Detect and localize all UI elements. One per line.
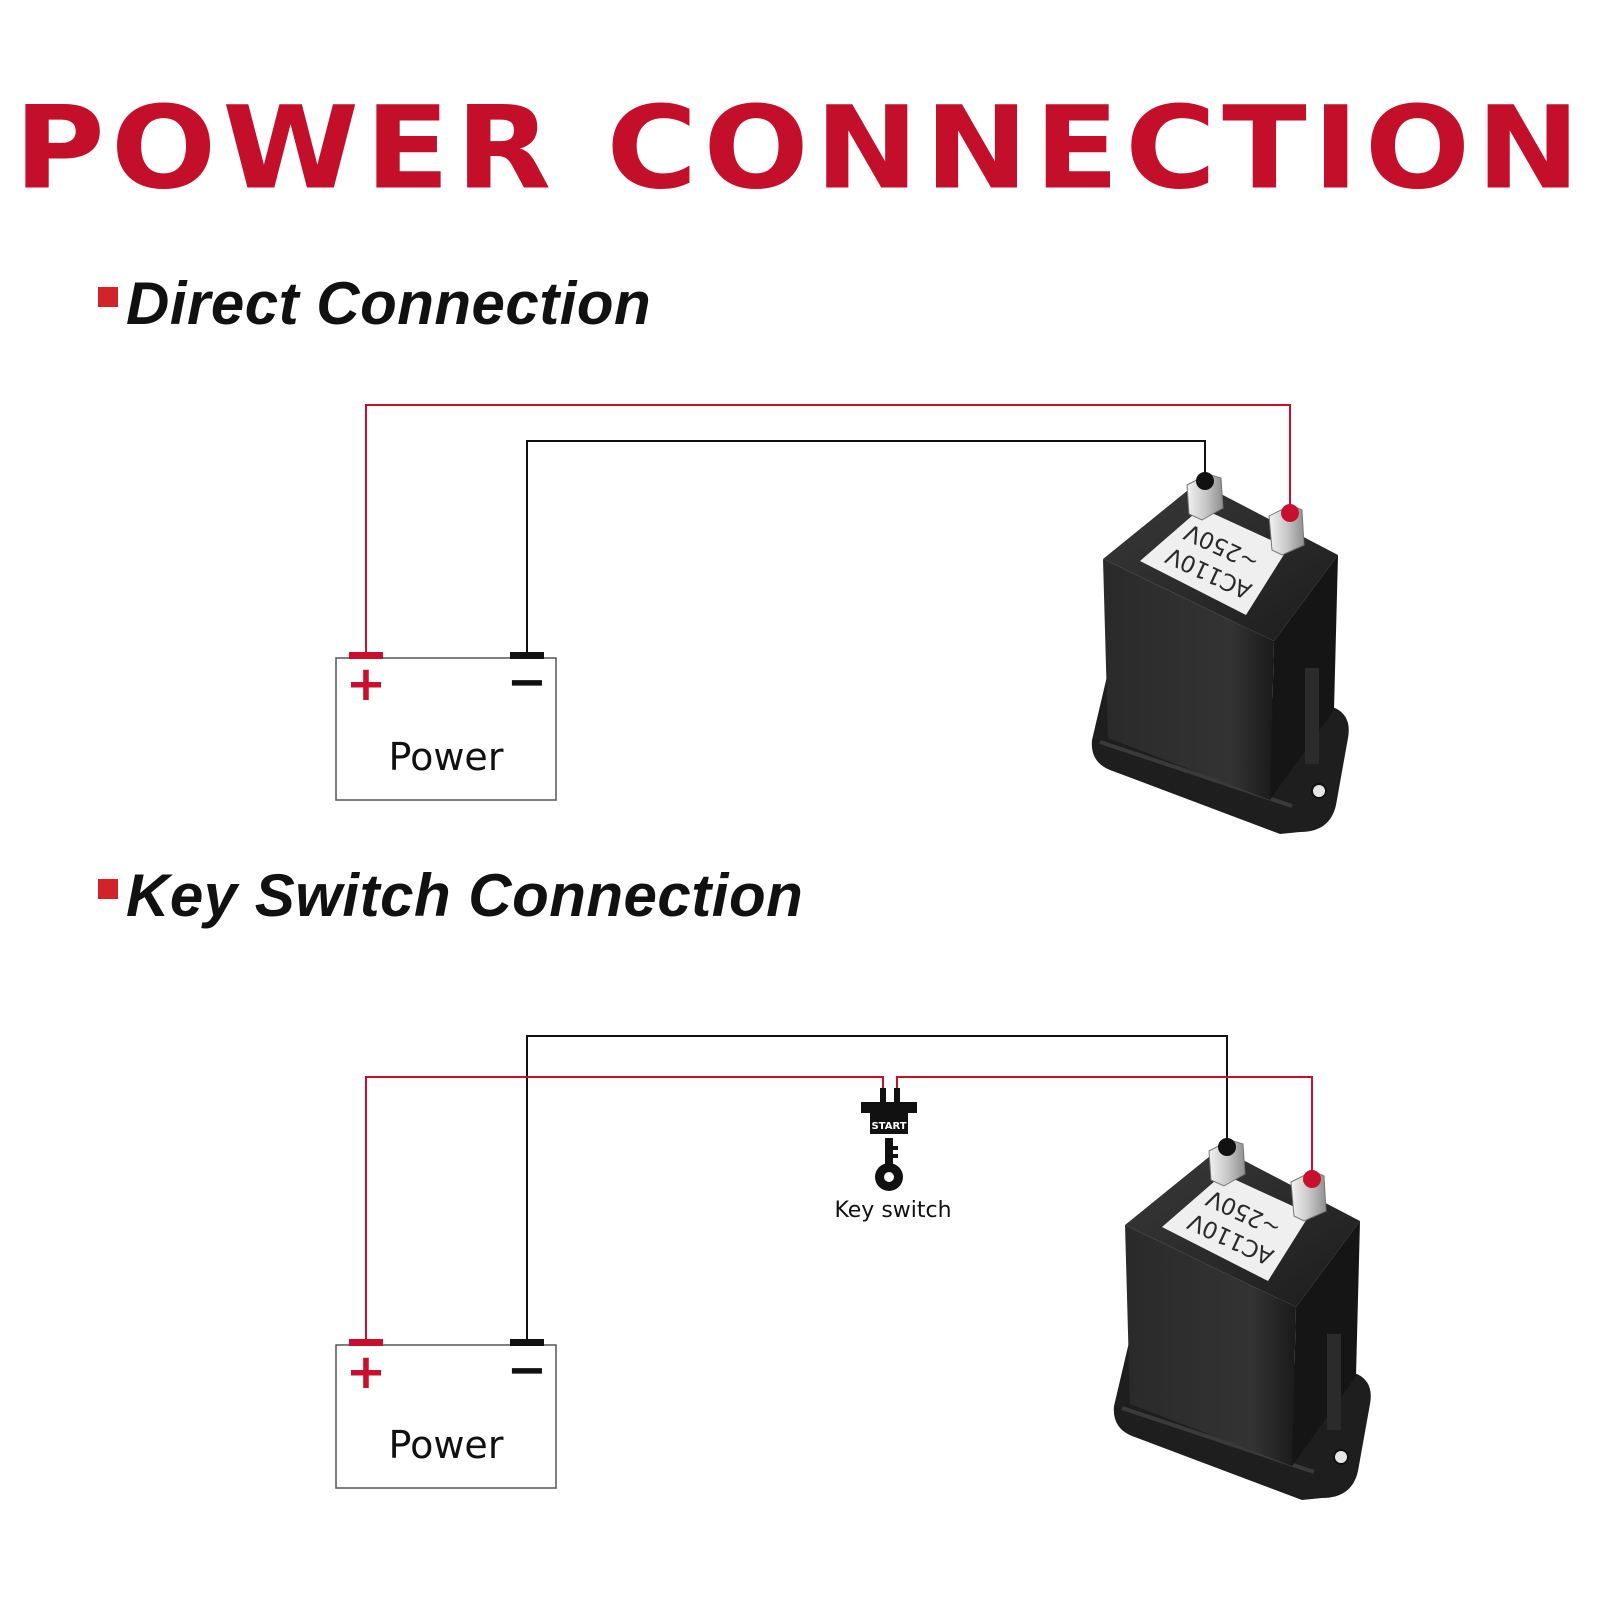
page-title: POWER CONNECTION (13, 82, 1586, 216)
negative-terminal (510, 652, 544, 659)
power-label: Power (389, 735, 504, 779)
square-bullet-icon (98, 287, 118, 307)
red-wire (365, 404, 1291, 652)
key-switch-icon: START Key switch (834, 1088, 952, 1223)
red-wire-to-switch (365, 1076, 884, 1339)
red-wire-from-switch (896, 1076, 1313, 1178)
black-wire (526, 1035, 1228, 1339)
power-box: + − Power (335, 1339, 557, 1489)
black-contact-dot (1218, 1138, 1236, 1156)
section-heading-direct: Direct Connection (98, 274, 651, 334)
negative-terminal (510, 1339, 544, 1346)
positive-terminal (349, 1339, 383, 1346)
key-switch-caption: Key switch (834, 1198, 951, 1223)
section-heading-keyswitch: Key Switch Connection (98, 866, 803, 926)
red-contact-dot (1281, 504, 1299, 522)
black-contact-dot (1196, 472, 1214, 490)
minus-sign: − (507, 654, 547, 710)
hour-meter-device: AC110V ~250V (1113, 1138, 1371, 1500)
black-wire (526, 440, 1206, 652)
red-contact-dot (1303, 1170, 1321, 1188)
section-label-keyswitch: Key Switch Connection (126, 862, 804, 929)
plus-sign: + (346, 1344, 386, 1400)
square-bullet-icon (98, 879, 118, 899)
minus-sign: − (507, 1342, 547, 1398)
keyswitch-connection-diagram: START Key switch + − Power (335, 1035, 1371, 1500)
start-label: START (871, 1121, 906, 1132)
power-box: + − Power (335, 652, 557, 801)
power-label: Power (389, 1423, 504, 1467)
direct-connection-diagram: + − Power AC110V ~250V (335, 404, 1349, 834)
positive-terminal (349, 652, 383, 659)
hour-meter-device: AC110V ~250V (1091, 472, 1349, 834)
plus-sign: + (346, 656, 386, 712)
section-label-direct: Direct Connection (126, 270, 652, 337)
